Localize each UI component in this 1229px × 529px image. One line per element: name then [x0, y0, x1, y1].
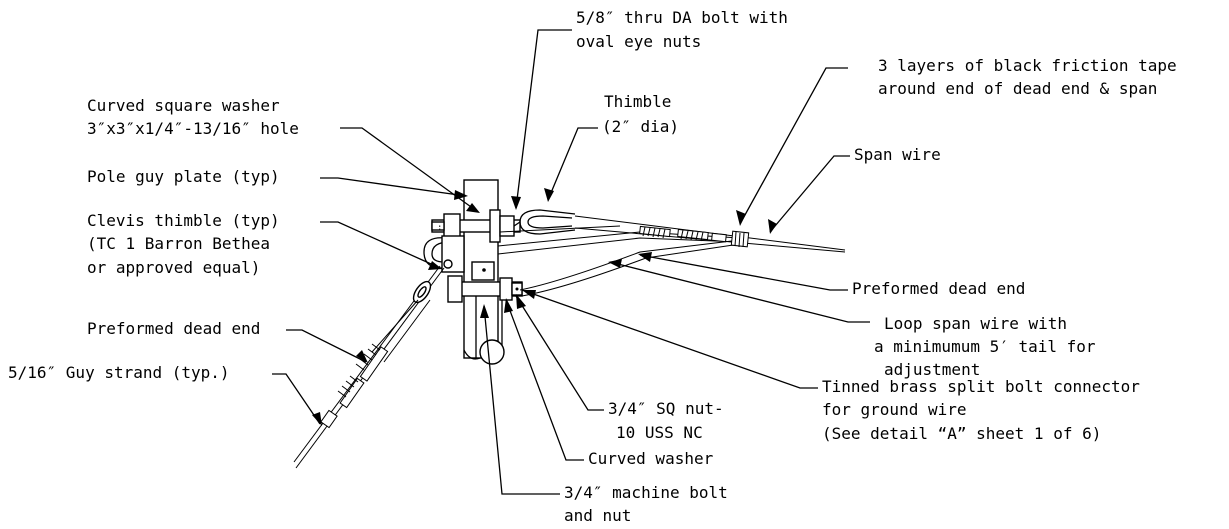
pole-pipe-end	[479, 339, 505, 365]
thimble-assembly	[513, 209, 576, 235]
guy-strand-group	[293, 265, 445, 469]
label-thimble: Thimble (2″ dia)	[602, 92, 681, 136]
svg-text::: :	[437, 223, 442, 233]
label-machine-bolt: 3/4″ machine bolt and nut	[564, 483, 737, 525]
label-guy-strand: 5/16″ Guy strand (typ.)	[8, 363, 230, 382]
label-pole-guy-plate: Pole guy plate (typ)	[87, 167, 280, 186]
helix-wraps-left	[320, 343, 389, 429]
label-preformed-dead-end-right: Preformed dead end	[852, 279, 1025, 298]
loop-span-wire	[519, 239, 741, 291]
da-bolt-nut-right	[499, 215, 515, 237]
label-sq-nut: 3/4″ SQ nut- 10 USS NC	[608, 399, 733, 442]
label-split-bolt: Tinned brass split bolt connector for gr…	[822, 377, 1150, 443]
machine-bolt-nut	[499, 277, 513, 301]
machine-bolt-head	[447, 275, 463, 303]
da-bolt-end	[431, 221, 445, 231]
label-loop-span-wire: Loop span wire with a minimumum 5′ tail …	[874, 314, 1105, 379]
label-span-wire: Span wire	[854, 145, 941, 164]
label-preformed-dead-end-left: Preformed dead end	[87, 319, 260, 338]
label-clevis-thimble: Clevis thimble (typ) (TC 1 Barron Bethea…	[87, 211, 289, 277]
labels: 5/8″ thru DA bolt with oval eye nuts 3 l…	[8, 8, 1186, 525]
da-bolt-nut-left	[443, 213, 461, 239]
clevis-pin	[443, 259, 453, 269]
label-da-bolt: 5/8″ thru DA bolt with oval eye nuts	[576, 8, 798, 51]
label-curved-square-washer: Curved square washer 3″x3″x1/4″-13/16″ h…	[87, 96, 299, 138]
helix-wraps-right	[639, 225, 727, 243]
arrowheads	[312, 188, 777, 426]
label-curved-washer: Curved washer	[588, 449, 714, 468]
guy-friction-tape	[320, 409, 338, 429]
label-friction-tape: 3 layers of black friction tape around e…	[878, 56, 1186, 98]
da-bolt-washer	[489, 209, 501, 243]
span-wire	[574, 215, 846, 251]
span-wire-group	[497, 215, 846, 297]
leader-lines	[272, 29, 870, 495]
